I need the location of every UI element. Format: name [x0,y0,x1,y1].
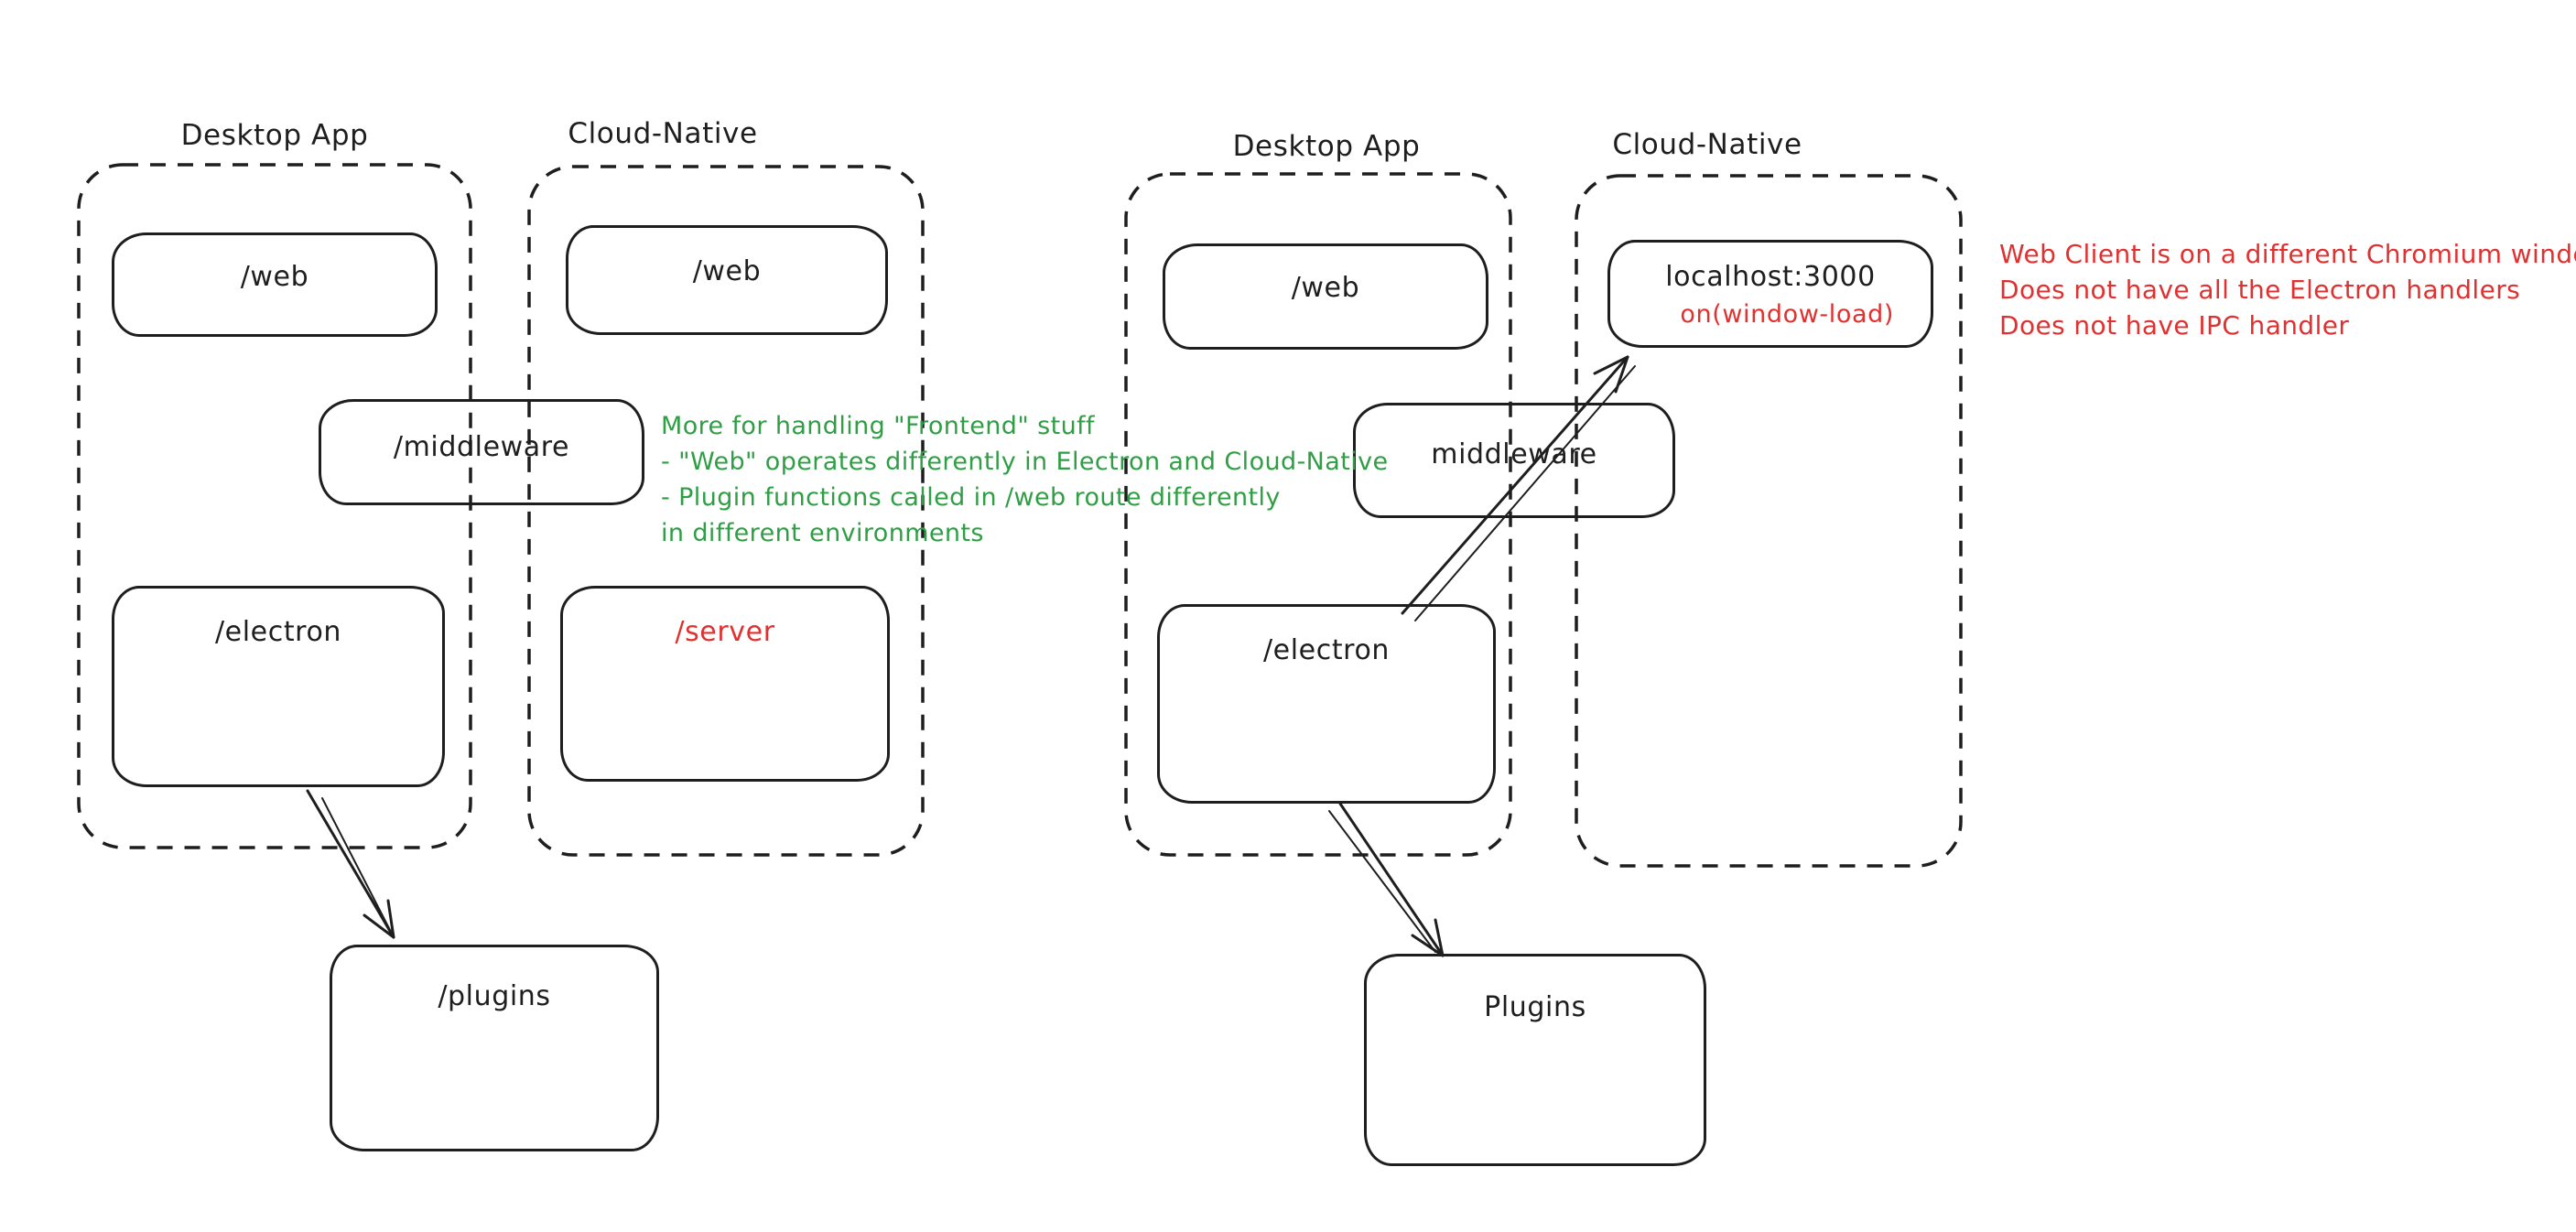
right-localhost-event-label: on(window-load) [1680,300,1894,329]
arrow-right-electron-to-plugins [1328,802,1445,957]
right-localhost-box: localhost:3000 on(window-load) [1607,240,1933,348]
left-server-box: /server [560,586,890,782]
arrow-left-electron-to-plugins [306,789,395,939]
green-annotation-line: - "Web" operates differently in Electron… [661,448,1389,476]
left-desktop-container-label: Desktop App [180,119,369,152]
green-annotation-line: More for handling "Frontend" stuff [661,412,1095,440]
red-annotation-line: Does not have all the Electron handlers [1999,275,2521,305]
right-middleware-box: middleware [1353,403,1675,518]
left-plugins-label: /plugins [438,980,551,1012]
red-annotation-line: Web Client is on a different Chromium wi… [1999,239,2576,269]
right-web-box: /web [1163,243,1488,350]
green-annotation-line: - Plugin functions called in /web route … [661,483,1281,512]
right-middleware-label: middleware [1431,438,1597,470]
left-plugins-box: /plugins [330,945,659,1151]
right-localhost-label: localhost:3000 [1665,261,1876,293]
left-middleware-box: /middleware [319,399,644,505]
red-annotation-line: Does not have IPC handler [1999,310,2350,340]
right-desktop-container-label: Desktop App [1232,130,1421,163]
left-web-desktop-box: /web [112,232,438,337]
green-annotation-line: in different environments [661,519,984,547]
right-electron-box: /electron [1157,604,1496,804]
green-annotation: More for handling "Frontend" stuff - "We… [661,408,1389,551]
red-annotation: Web Client is on a different Chromium wi… [1999,236,2576,343]
right-plugins-box: Plugins [1364,954,1706,1166]
left-server-label: /server [675,616,775,648]
right-plugins-label: Plugins [1484,991,1586,1023]
right-web-label: /web [1291,272,1360,304]
right-electron-label: /electron [1262,634,1391,666]
left-electron-label: /electron [214,616,342,648]
left-middleware-label: /middleware [393,431,570,463]
right-cloud-container-label: Cloud-Native [1612,128,1802,161]
left-web-cloud-box: /web [566,225,888,335]
left-cloud-container-label: Cloud-Native [568,117,758,150]
left-web-cloud-label: /web [692,255,762,287]
left-web-desktop-label: /web [240,261,309,293]
left-electron-box: /electron [112,586,445,787]
